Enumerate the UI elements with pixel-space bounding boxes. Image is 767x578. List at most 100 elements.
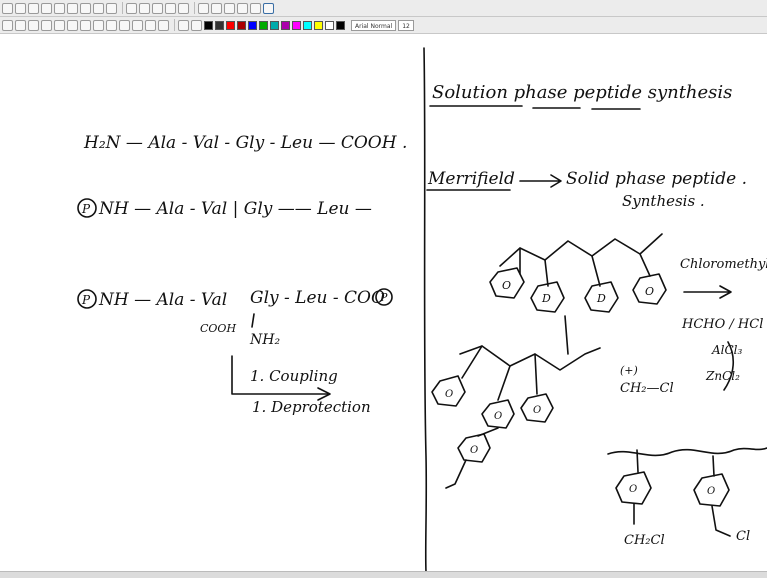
- font-size-select[interactable]: 12: [398, 19, 414, 31]
- last-page-icon[interactable]: [165, 2, 176, 14]
- benzene-rings-top-text: O: [645, 285, 654, 298]
- zoom-page-icon[interactable]: [250, 2, 261, 14]
- ch2cl-bottom-1: CH₂Cl: [624, 533, 665, 548]
- polymer-branches-middle: [445, 345, 538, 489]
- polymer-backbone-bottom: [607, 447, 767, 457]
- reagent-hcho: HCHO / HCl: [681, 317, 763, 332]
- zoom-fit-icon[interactable]: [224, 2, 235, 14]
- benzene-rings-top-text: O: [502, 279, 511, 292]
- color-swatch-4[interactable]: [248, 20, 257, 30]
- peptide-sequence-3b: Gly - Leu - COO: [250, 288, 385, 308]
- plus-label: (+): [620, 364, 638, 377]
- spps-line-1: Solid phase peptide .: [566, 169, 747, 189]
- reaction-arrow-line: [231, 355, 329, 395]
- grid-icon[interactable]: [106, 19, 117, 31]
- divider-line: [423, 47, 428, 572]
- benzene-rings-top-path: [632, 273, 667, 305]
- title-underline: [429, 105, 641, 110]
- resin-label-2: P: [81, 293, 91, 307]
- redo-icon[interactable]: [106, 2, 117, 14]
- line-icon[interactable]: [28, 19, 39, 31]
- toolbar-separator: [174, 19, 175, 31]
- chloromethylation-arrow: [683, 285, 732, 299]
- undo-icon[interactable]: [93, 2, 104, 14]
- font-select[interactable]: Arial Normal: [351, 19, 397, 31]
- lasso-icon[interactable]: [132, 19, 143, 31]
- next-page-icon[interactable]: [152, 2, 163, 14]
- save-icon[interactable]: [28, 2, 39, 14]
- new-icon[interactable]: [2, 2, 13, 14]
- shape-icon[interactable]: [67, 19, 78, 31]
- color-swatch-12[interactable]: [336, 20, 345, 30]
- benzene-rings-middle: O O O O: [431, 375, 554, 463]
- color-palette: [204, 20, 347, 30]
- pen-icon[interactable]: [2, 19, 13, 31]
- recycle-icon[interactable]: [145, 19, 156, 31]
- text-icon[interactable]: [41, 19, 52, 31]
- paste-icon[interactable]: [67, 2, 78, 14]
- benzene-rings-top-text: D: [541, 292, 551, 305]
- page-list-icon[interactable]: [178, 2, 189, 14]
- prev-page-icon[interactable]: [139, 2, 150, 14]
- whiteboard-drawing: H₂N — Ala - Val - Gly - Leu — COOH . P N…: [77, 47, 767, 572]
- open-icon[interactable]: [15, 2, 26, 14]
- color-swatch-5[interactable]: [259, 20, 268, 30]
- color-swatch-3[interactable]: [237, 20, 246, 30]
- benzene-rings-top-path: [489, 267, 525, 299]
- benzene-rings-top: O D D O: [489, 267, 667, 313]
- benzene-rings-middle-text: O: [533, 405, 541, 416]
- color-swatch-11[interactable]: [325, 20, 334, 30]
- color-swatch-6[interactable]: [270, 20, 279, 30]
- zoom-width-icon[interactable]: [237, 2, 248, 14]
- pointer-icon[interactable]: [158, 19, 169, 31]
- rectangle-icon[interactable]: [80, 19, 91, 31]
- color-swatch-2[interactable]: [226, 20, 235, 30]
- color-swatch-8[interactable]: [292, 20, 301, 30]
- zoom-out-icon[interactable]: [211, 2, 222, 14]
- merrifield-arrow: [519, 174, 562, 188]
- copy-icon[interactable]: [54, 2, 65, 14]
- zoom-in-icon[interactable]: [198, 2, 209, 14]
- toolbar-separator: [122, 2, 123, 14]
- benzene-rings-middle-path: [520, 393, 554, 423]
- polymer-link: [564, 315, 569, 355]
- peptide-sequence-3a: NH — Ala - Val: [98, 290, 227, 310]
- color-swatch-7[interactable]: [281, 20, 290, 30]
- resin-circle-3: [375, 288, 393, 306]
- delete-icon[interactable]: [80, 2, 91, 14]
- reagent-alcl3: AlCl₃: [711, 343, 743, 357]
- benzene-rings-middle-text: O: [494, 411, 502, 422]
- cut-icon[interactable]: [41, 2, 52, 14]
- benzene-rings-middle-text: O: [470, 445, 478, 456]
- benzene-rings-top-path: [584, 281, 619, 313]
- select-tool-icon[interactable]: [263, 2, 274, 14]
- image-icon[interactable]: [119, 19, 130, 31]
- eraser-icon[interactable]: [54, 19, 65, 31]
- reaction-arrow-head: [317, 387, 331, 401]
- reagent-zncl2: ZnCl₂: [705, 369, 740, 383]
- color-swatch-1[interactable]: [215, 20, 224, 30]
- chloromethylation-label: Chloromethylation: [680, 257, 767, 272]
- cooh-label: COOH: [200, 322, 236, 335]
- first-page-icon[interactable]: [126, 2, 137, 14]
- highlighter-icon[interactable]: [15, 19, 26, 31]
- color-swatch-0[interactable]: [204, 20, 213, 30]
- ch2cl-label: CH₂—Cl: [620, 381, 674, 396]
- benzene-rings-middle-path: [481, 399, 515, 429]
- resin-label-3: P: [379, 291, 388, 304]
- ch2cl-bonds: [633, 503, 731, 537]
- color-swatch-10[interactable]: [314, 20, 323, 30]
- toolbar-separator: [194, 2, 195, 14]
- solution-phase-title: Solution phase peptide synthesis: [432, 82, 732, 103]
- nh2-label: NH₂: [249, 332, 280, 348]
- thin-pen-icon[interactable]: [178, 19, 189, 31]
- benzene-rings-middle-text: O: [445, 389, 453, 400]
- benzene-rings-top-path: [530, 281, 565, 313]
- thick-pen-icon[interactable]: [191, 19, 202, 31]
- pen-toolbar: Arial Normal 12: [0, 17, 767, 34]
- benzene-rings-bottom-text: O: [707, 486, 715, 497]
- whiteboard-canvas[interactable]: H₂N — Ala - Val - Gly - Leu — COOH . P N…: [0, 36, 767, 572]
- fill-icon[interactable]: [93, 19, 104, 31]
- color-swatch-9[interactable]: [303, 20, 312, 30]
- resin-circle-1: [77, 198, 97, 218]
